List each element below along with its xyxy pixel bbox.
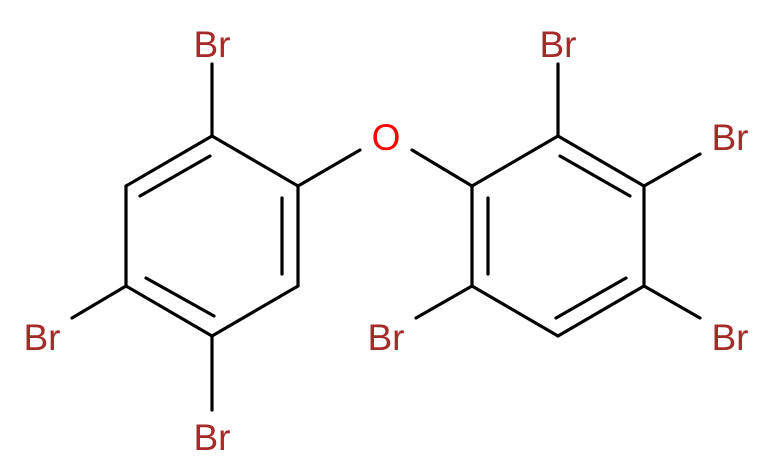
bond	[210, 134, 300, 188]
atom-br-ring-bottom: Br	[368, 317, 405, 358]
right-ring	[470, 134, 646, 338]
bond	[210, 284, 300, 338]
atom-oxygen: O	[372, 117, 401, 158]
bond	[556, 134, 646, 188]
double-bond-inner	[144, 276, 216, 318]
bond-c-br	[70, 284, 128, 320]
atom-br-top-left: Br	[194, 24, 231, 65]
bond-o-c	[410, 148, 474, 188]
bond	[124, 284, 214, 338]
atom-br-left: Br	[24, 317, 61, 358]
bond	[124, 134, 214, 188]
atom-br-top-right: Br	[540, 24, 577, 65]
double-bond-inner	[558, 154, 632, 198]
atom-br-right-lower: Br	[712, 317, 749, 358]
bond-c-br	[642, 284, 702, 320]
bond	[556, 284, 646, 338]
bond	[470, 134, 560, 188]
double-bond-inner	[138, 154, 212, 198]
atom-br-right-upper: Br	[712, 117, 749, 158]
left-ring	[124, 134, 300, 338]
bond-c-br	[642, 152, 702, 188]
bond	[470, 284, 560, 338]
bond-c-o	[296, 148, 362, 188]
atom-br-bottom-left: Br	[194, 417, 231, 458]
double-bond-inner	[554, 276, 628, 320]
bond-c-br	[414, 284, 474, 320]
